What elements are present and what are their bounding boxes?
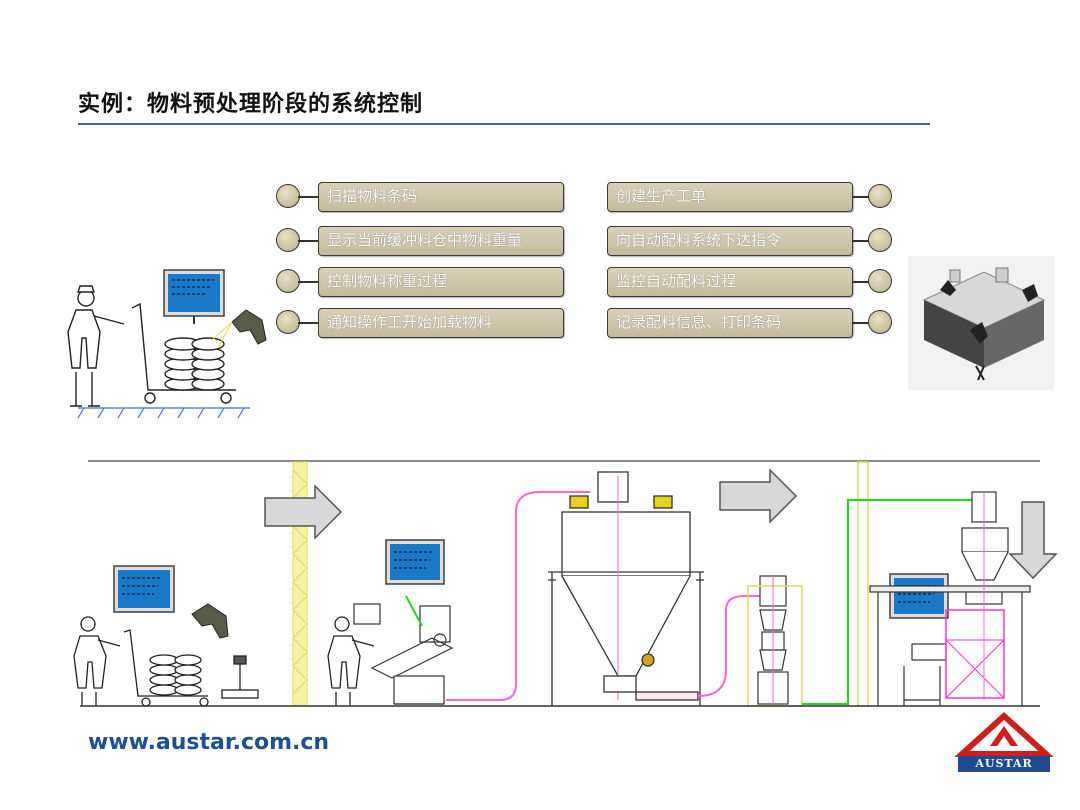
step-scan-material-barcode: 扫描物料条码 [318, 182, 564, 212]
flow-arrow-right-icon [719, 468, 798, 524]
dispensing-unit-icon [869, 491, 1031, 706]
step-knob-icon [868, 184, 892, 208]
website-url: www.austar.com.cn [88, 730, 330, 755]
flow-arrow-down-icon [1008, 501, 1058, 580]
step-show-buffer-weight: 显示当前缓冲料仓中物料重量 [318, 226, 564, 256]
flow-arrow-right-icon [264, 484, 343, 540]
mill-unit-icon [747, 575, 803, 707]
step-notify-operator: 通知操作工开始加载物料 [318, 308, 564, 338]
step-connector [298, 281, 318, 283]
monitor-icon [889, 573, 949, 619]
step-connector [298, 240, 318, 242]
weighing-scale-icon [221, 655, 259, 699]
conveying-pipe [446, 491, 590, 701]
monitor-icon [113, 565, 175, 613]
step-connector [853, 240, 869, 242]
step-knob-icon [868, 310, 892, 334]
step-connector [298, 322, 318, 324]
step-connector [298, 196, 318, 198]
trolley-icon [131, 302, 236, 404]
barcode-scanner-icon [191, 603, 229, 639]
step-control-weighing: 控制物料称重过程 [318, 267, 564, 297]
monitor-icon [163, 269, 225, 324]
operator-icon [67, 285, 125, 407]
buffer-hopper-icon [548, 471, 704, 706]
austar-logo-text: AUSTAR [958, 756, 1050, 772]
step-knob-icon [276, 228, 300, 252]
floor-hatch-icon [77, 407, 250, 419]
operator-icon [73, 616, 121, 706]
step-monitor-dispensing: 监控自动配料过程 [607, 267, 853, 297]
step-create-work-order: 创建生产工单 [607, 182, 853, 212]
step-knob-icon [276, 310, 300, 334]
step-knob-icon [868, 269, 892, 293]
title-underline [78, 123, 930, 125]
operator-icon [327, 616, 375, 706]
trolley-icon [123, 629, 209, 707]
step-connector [853, 281, 869, 283]
monitor-icon [385, 539, 445, 585]
austar-logo-icon [954, 711, 1054, 757]
page-title: 实例：物料预处理阶段的系统控制 [78, 92, 424, 117]
step-connector [853, 196, 869, 198]
step-knob-icon [276, 184, 300, 208]
office-workstation-image [908, 256, 1054, 390]
conveying-pipe [697, 595, 760, 697]
barcode-scanner-icon [211, 309, 267, 349]
step-record-and-print: 记录配料信息、打印条码 [607, 308, 853, 338]
step-issue-dispensing-command: 向自动配料系统下达指令 [607, 226, 853, 256]
feeder-station-icon [353, 595, 454, 705]
step-knob-icon [868, 228, 892, 252]
conveying-pipe [802, 498, 980, 706]
step-knob-icon [276, 269, 300, 293]
step-connector [853, 322, 869, 324]
